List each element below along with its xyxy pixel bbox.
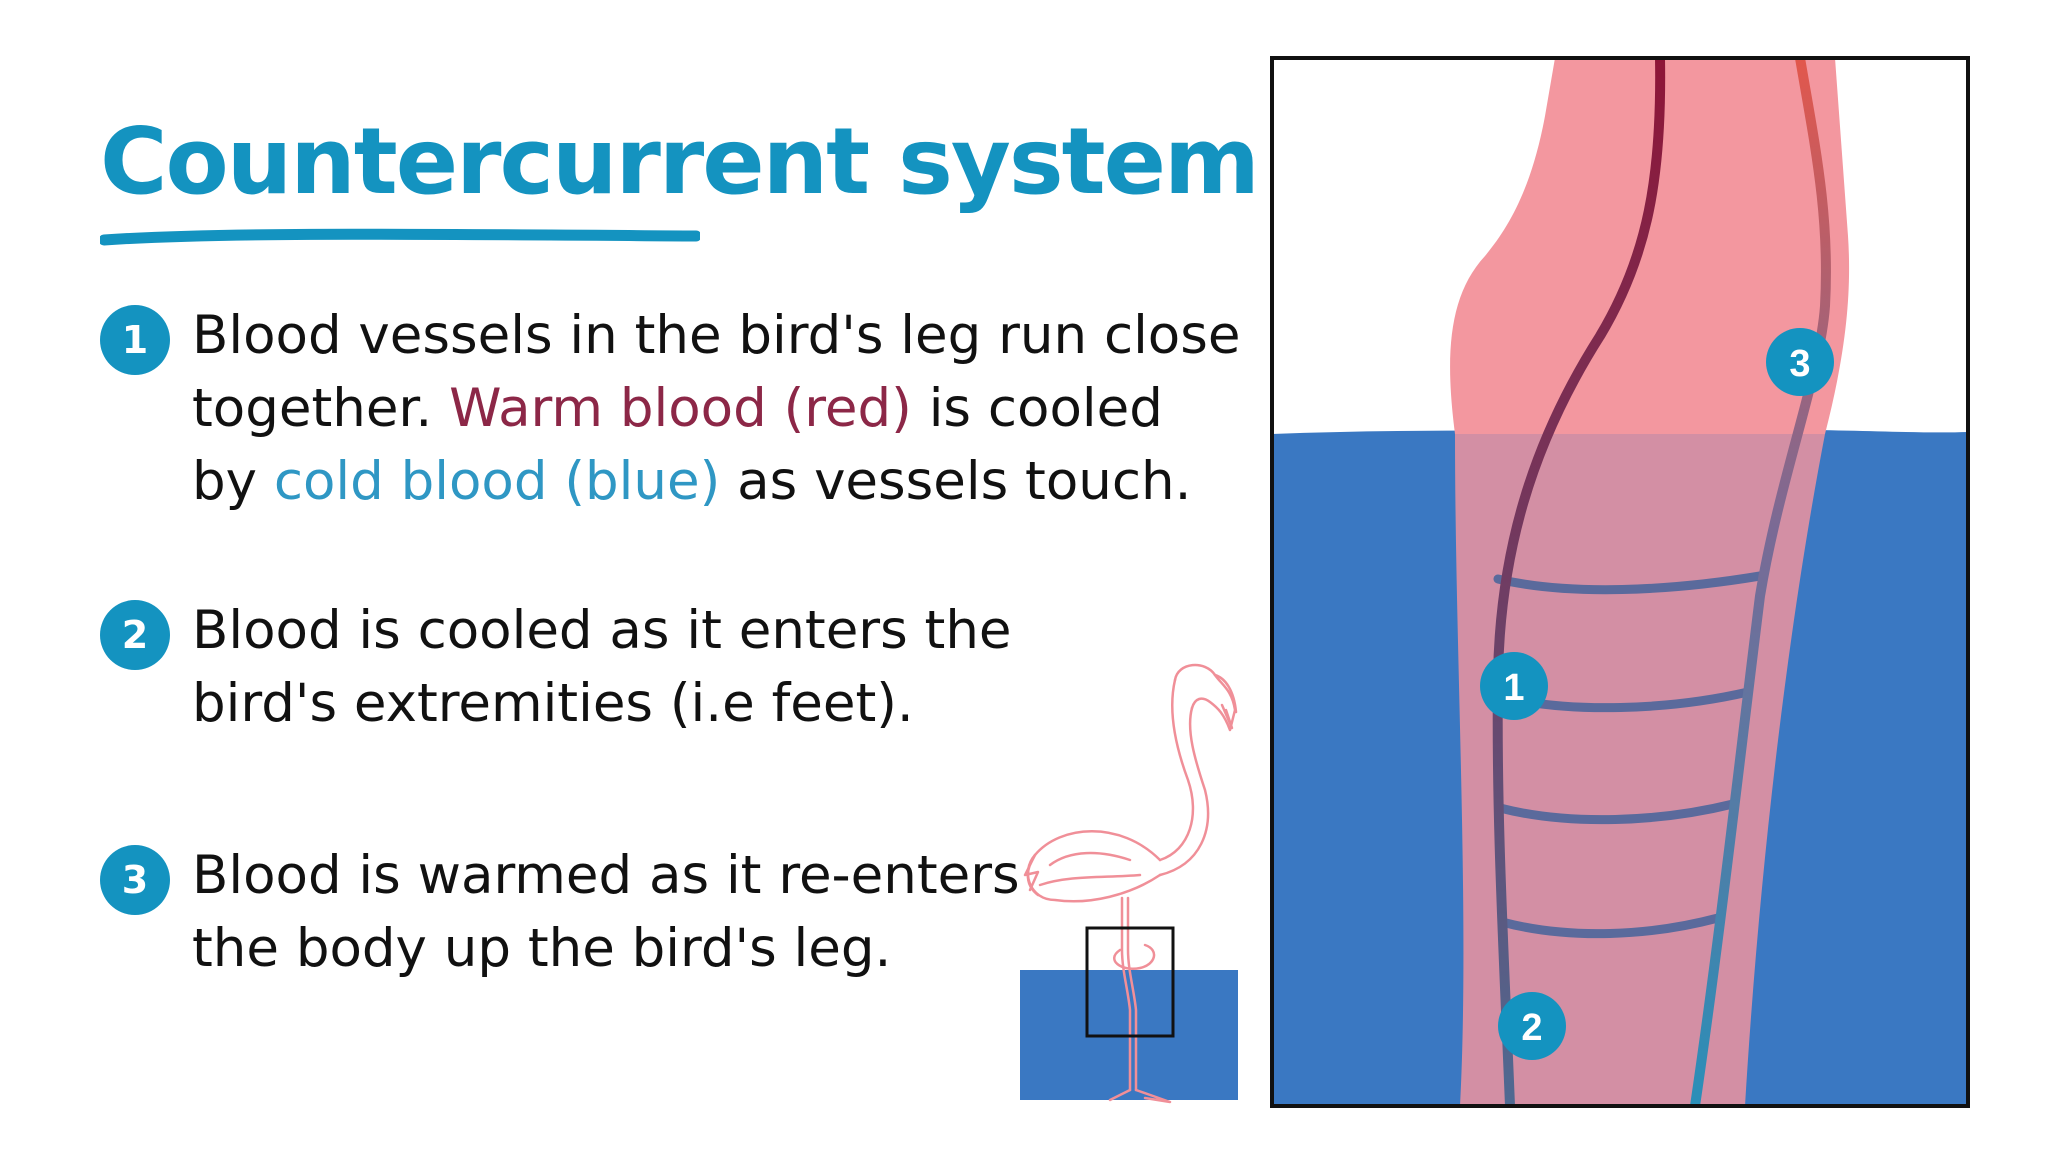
step-3-badge: 3: [100, 845, 170, 915]
step-3-line-1: Blood is warmed as it re-enters: [192, 845, 1020, 906]
title-underline: [100, 228, 700, 246]
step-2-text: Blood is cooled as it enters the bird's …: [192, 594, 1012, 740]
step-1-line-3: by cold blood (blue) as vessels touch.: [192, 451, 1192, 512]
leg-under-water: [1455, 434, 1825, 1106]
step-1-text: Blood vessels in the bird's leg run clos…: [192, 299, 1240, 518]
cold-blood-label: cold blood (blue): [273, 451, 721, 512]
zoom-box-icon: [1085, 926, 1175, 1038]
leg-above-water: [1450, 58, 1850, 434]
step-2-line-1: Blood is cooled as it enters the: [192, 600, 1012, 661]
leg-cross-section-diagram: 3 1 2: [1270, 56, 1970, 1108]
diagram-marker-1: 1: [1480, 652, 1548, 720]
flamingo-illustration: [1020, 663, 1238, 1104]
step-3-text: Blood is warmed as it re-enters the body…: [192, 839, 1020, 985]
step-1-badge: 1: [100, 305, 170, 375]
diagram-marker-2: 2: [1498, 992, 1566, 1060]
step-3-line-2: the body up the bird's leg.: [192, 918, 892, 979]
warm-vessel: [1492, 56, 1666, 1108]
step-2-badge: 2: [100, 600, 170, 670]
cold-vessel: [1690, 56, 1831, 1108]
warm-blood-label: Warm blood (red): [449, 378, 912, 439]
diagram-frame: [1270, 56, 1970, 1108]
step-1-line-1: Blood vessels in the bird's leg run clos…: [192, 305, 1241, 366]
diagram-marker-3: 3: [1766, 328, 1834, 396]
page-title: Countercurrent system: [100, 108, 1260, 215]
step-1-line-2: together. Warm blood (red) is cooled: [192, 378, 1163, 439]
svg-text:3: 3: [1789, 343, 1810, 385]
svg-text:2: 2: [1521, 1007, 1542, 1049]
svg-text:1: 1: [1503, 667, 1524, 709]
step-2-line-2: bird's extremities (i.e feet).: [192, 673, 914, 734]
